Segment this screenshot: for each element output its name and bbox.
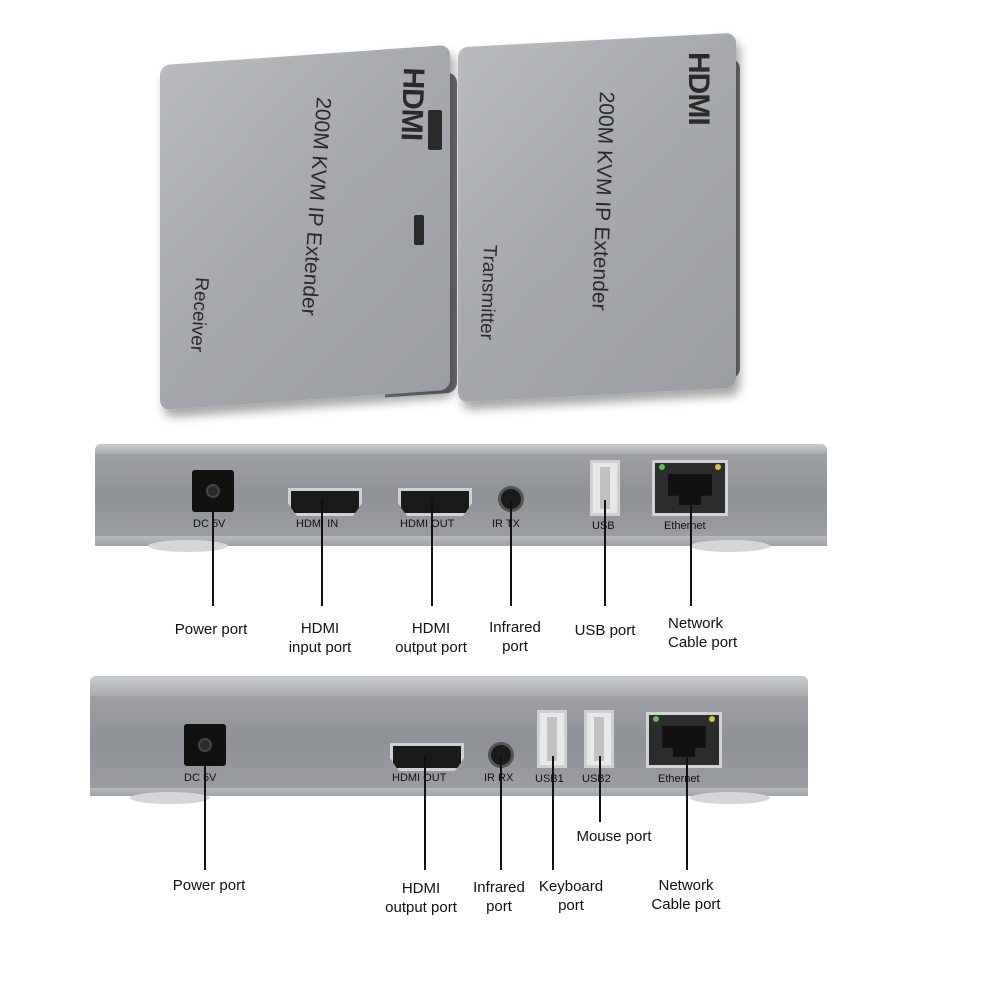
ir-rx-label: IR RX (484, 772, 514, 784)
receiver-brand: HDMI (394, 66, 430, 141)
callout-hdmi-input-port: HDMI input port (288, 620, 352, 656)
callout-infrared-port: Infrared port (473, 879, 525, 915)
usb1-label: USB1 (535, 773, 564, 785)
callout-network-cable-port: Network Cable port (668, 615, 738, 651)
dc-port-label: DC 5V (184, 772, 217, 784)
transmitter-label: Transmitter (475, 244, 500, 341)
callout-mouse-port: Mouse port (576, 828, 652, 845)
ir-tx-label: IR TX (492, 518, 520, 530)
usb-label: USB (592, 520, 615, 532)
usb1-port (537, 710, 567, 768)
receiver-side-ports-2 (414, 215, 424, 245)
ethernet-led-right (709, 716, 715, 722)
ethernet-label: Ethernet (664, 520, 706, 532)
ethernet-led-right (715, 464, 721, 470)
callout-infrared-port: Infrared port (489, 619, 541, 655)
callout-hdmi-output-port: HDMI output port (385, 880, 457, 916)
dc-power-jack (192, 470, 234, 512)
hdmi-out-port (390, 743, 464, 771)
hdmi-out-label: HDMI OUT (400, 518, 455, 530)
callout-usb-port: USB port (574, 622, 636, 639)
callout-network-cable-port: Network Cable port (651, 877, 721, 913)
dc-port-label: DC 5V (193, 518, 226, 530)
callout-power-port: Power port (174, 621, 248, 638)
usb2-label: USB2 (582, 773, 611, 785)
ethernet-led-left (653, 716, 659, 722)
callout-keyboard-port: Keyboard port (538, 878, 604, 914)
hdmi-in-label: HDMI IN (296, 518, 339, 530)
callout-hdmi-output-port: HDMI output port (395, 620, 467, 656)
hdmi-out-port (398, 488, 472, 516)
ethernet-led-left (659, 464, 665, 470)
hdmi-out-label: HDMI OUT (392, 772, 447, 784)
receiver-side-ports (428, 110, 442, 150)
dc-power-jack (184, 724, 226, 766)
hdmi-in-port (288, 488, 362, 516)
transmitter-brand: HDMI (682, 52, 715, 125)
ethernet-label: Ethernet (658, 773, 700, 785)
callout-power-port: Power port (172, 877, 246, 894)
